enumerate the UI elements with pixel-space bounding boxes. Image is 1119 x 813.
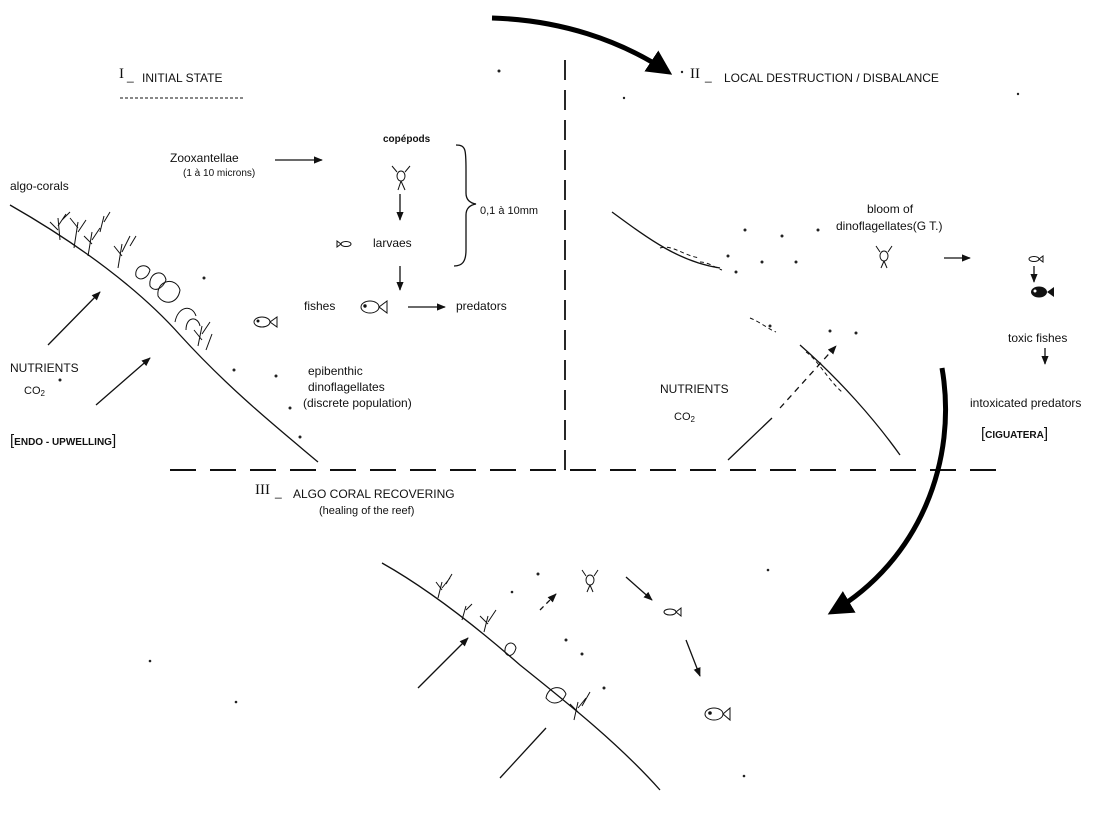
label-zooxantellae: Zooxantellae xyxy=(170,151,239,165)
label-toxic-fishes: toxic fishes xyxy=(1008,331,1068,345)
panel-2-numeral: II xyxy=(690,66,700,82)
size-brace xyxy=(453,144,477,267)
larva-icon xyxy=(663,606,682,618)
copepod-icon xyxy=(875,245,893,269)
label-larvaes: larvaes xyxy=(373,236,412,250)
panel-1-title: INITIAL STATE xyxy=(142,71,223,85)
arrow-icon xyxy=(539,593,557,611)
recovery-dots xyxy=(148,92,1020,778)
reef-slope-1 xyxy=(9,204,319,463)
label-epibenthic-3: (discrete population) xyxy=(303,396,412,410)
panel-2-dash: _ xyxy=(705,69,712,83)
nutrient-arrow-icon xyxy=(417,637,469,689)
coral-icon xyxy=(49,211,213,351)
label-endo-upwelling: ENDO - UPWELLING xyxy=(10,433,116,448)
nutrient-arrow-icon xyxy=(95,357,151,406)
fish-icon xyxy=(253,316,278,328)
label-ciguatera: CIGUATERA xyxy=(981,426,1048,441)
dead-coral xyxy=(749,317,843,393)
label-nutrients-1: NUTRIENTS xyxy=(10,361,79,375)
arrow-stub xyxy=(499,727,547,779)
reef-slope-2b xyxy=(799,344,901,456)
label-epibenthic-1: epibenthic xyxy=(308,364,363,378)
panel-3-numeral: III xyxy=(255,482,270,498)
label-fishes: fishes xyxy=(304,299,336,313)
label-size-range: 0,1 à 10mm xyxy=(480,205,539,217)
fish-icon xyxy=(704,706,731,722)
reef-slope-3 xyxy=(381,562,661,791)
arrow-stub xyxy=(727,417,773,461)
panel-3-dash: _ xyxy=(275,485,282,499)
panel-3-title: ALGO CORAL RECOVERING xyxy=(293,487,455,501)
panel-3-subtitle: (healing of the reef) xyxy=(319,505,415,517)
larva-icon xyxy=(336,240,352,248)
transition-arrow-2-icon xyxy=(827,367,949,615)
dinoflagellate-dots xyxy=(58,69,501,439)
label-co2-1: CO2 xyxy=(24,385,45,398)
label-algo-corals: algo-corals xyxy=(10,179,69,193)
larva-icon xyxy=(1028,255,1044,263)
label-bloom-1: bloom of xyxy=(867,202,914,216)
label-intoxicated-predators: intoxicated predators xyxy=(970,396,1082,410)
copepod-icon xyxy=(391,165,411,191)
reef-slope-2a xyxy=(611,211,721,269)
bloom-dots xyxy=(622,70,858,335)
toxic-fish-icon xyxy=(1031,286,1054,298)
label-co2-2: CO2 xyxy=(674,411,695,424)
panel-1-dash: _ xyxy=(127,69,134,83)
coral-icon xyxy=(435,573,591,721)
label-predators: predators xyxy=(456,299,507,313)
dead-coral xyxy=(659,246,723,271)
label-copepods: copépods xyxy=(383,134,431,145)
panel-2-title: LOCAL DESTRUCTION / DISBALANCE xyxy=(724,71,939,85)
label-bloom-2: dinoflagellates(G T.) xyxy=(836,219,943,233)
label-epibenthic-2: dinoflagellates xyxy=(308,380,385,394)
label-nutrients-2: NUTRIENTS xyxy=(660,382,729,396)
nutrient-arrow-icon xyxy=(779,345,837,409)
transition-arrow-1-icon xyxy=(491,15,673,75)
copepod-icon xyxy=(581,569,599,593)
panel-1-numeral: I xyxy=(119,66,124,82)
label-zoox-size: (1 à 10 microns) xyxy=(183,168,256,179)
nutrient-arrow-icon xyxy=(47,291,101,346)
fish-icon xyxy=(360,300,388,314)
arrow-icon xyxy=(625,576,653,601)
arrow-icon xyxy=(685,639,701,677)
